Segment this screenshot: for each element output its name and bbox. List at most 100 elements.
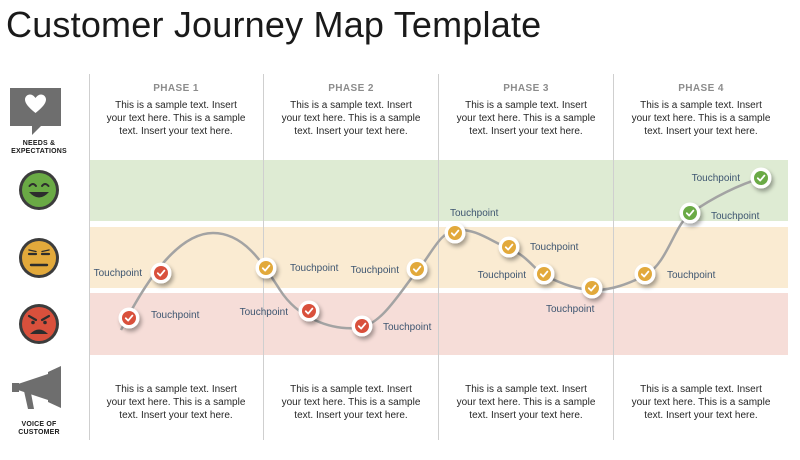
phase-1-needs-text: This is a sample text. Insert your text … xyxy=(89,99,263,138)
checkmark-icon xyxy=(685,209,695,217)
touchpoint-dot-happy xyxy=(683,206,697,220)
checkmark-icon xyxy=(304,307,314,315)
text-line: your text here. This is a sample xyxy=(106,113,246,124)
touchpoint-dot-neutral xyxy=(502,240,516,254)
touchpoint-label: Touchpoint xyxy=(351,265,400,276)
touchpoint-dot-happy xyxy=(754,171,768,185)
touchpoint-dot-neutral xyxy=(448,226,462,240)
touchpoint-5[interactable]: Touchpoint xyxy=(351,315,432,337)
label-line: EXPECTATIONS xyxy=(11,148,67,155)
touchpoint-dot-sad xyxy=(122,311,136,325)
touchpoint-7[interactable]: Touchpoint xyxy=(444,208,499,244)
phase-2-needs-text: This is a sample text. Insert your text … xyxy=(264,99,438,138)
text-line: text. Insert your text here. xyxy=(119,410,233,421)
column-divider xyxy=(89,74,90,440)
touchpoint-dot-sad xyxy=(355,319,369,333)
text-line: your text here. This is a sample xyxy=(631,113,771,124)
touchpoint-label: Touchpoint xyxy=(450,208,499,219)
happy-face-icon xyxy=(19,170,59,210)
needs-expectations-label: NEEDS & EXPECTATIONS xyxy=(0,140,78,156)
touchpoint-12[interactable]: Touchpoint xyxy=(679,202,760,224)
text-line: This is a sample text. Insert xyxy=(465,384,587,395)
megaphone-icon xyxy=(12,366,61,409)
phase-3-title: PHASE 3 xyxy=(503,83,549,94)
checkmark-icon xyxy=(412,265,422,273)
label-line: CUSTOMER xyxy=(18,429,60,436)
text-line: text. Insert your text here. xyxy=(294,410,408,421)
touchpoint-dot-sad xyxy=(154,266,168,280)
checkmark-icon xyxy=(587,284,597,292)
touchpoint-dot-neutral xyxy=(410,262,424,276)
text-line: your text here. This is a sample xyxy=(456,397,596,408)
phase-2-title: PHASE 2 xyxy=(328,83,374,94)
phase-1-voice-text: This is a sample text. Insert your text … xyxy=(89,383,263,422)
phase-4-title: PHASE 4 xyxy=(678,83,724,94)
label-line: NEEDS & xyxy=(22,140,56,147)
touchpoint-label: Touchpoint xyxy=(530,242,579,253)
label-line: VOICE OF xyxy=(21,421,57,428)
column-divider xyxy=(613,74,614,440)
text-line: text. Insert your text here. xyxy=(644,126,758,137)
checkmark-icon xyxy=(261,264,271,272)
touchpoint-label: Touchpoint xyxy=(546,304,595,315)
text-line: your text here. This is a sample xyxy=(631,397,771,408)
heart-speech-bubble-icon xyxy=(10,88,61,135)
phase-3-voice-text: This is a sample text. Insert your text … xyxy=(439,383,613,422)
touchpoint-label: Touchpoint xyxy=(94,268,143,279)
touchpoint-dot-neutral xyxy=(259,261,273,275)
column-divider xyxy=(438,74,439,440)
touchpoint-8[interactable]: Touchpoint xyxy=(498,236,579,258)
text-line: This is a sample text. Insert xyxy=(290,384,412,395)
checkmark-icon xyxy=(124,314,134,322)
column-divider xyxy=(263,74,264,440)
touchpoint-11[interactable]: Touchpoint xyxy=(634,263,716,285)
touchpoint-9[interactable]: Touchpoint xyxy=(478,263,555,285)
checkmark-icon xyxy=(756,174,766,182)
text-line: This is a sample text. Insert xyxy=(640,384,762,395)
phase-4-voice-text: This is a sample text. Insert your text … xyxy=(614,383,788,422)
text-line: This is a sample text. Insert xyxy=(115,384,237,395)
touchpoint-label: Touchpoint xyxy=(383,322,432,333)
touchpoint-4[interactable]: Touchpoint xyxy=(240,300,320,322)
text-line: your text here. This is a sample xyxy=(106,397,246,408)
touchpoint-label: Touchpoint xyxy=(290,263,339,274)
journey-curve xyxy=(119,176,763,331)
text-line: text. Insert your text here. xyxy=(644,410,758,421)
angry-face-icon xyxy=(19,304,59,344)
text-line: your text here. This is a sample xyxy=(281,397,421,408)
touchpoint-10[interactable]: Touchpoint xyxy=(546,277,603,316)
touchpoint-6[interactable]: Touchpoint xyxy=(351,258,428,280)
text-line: This is a sample text. Insert xyxy=(640,100,762,111)
touchpoint-label: Touchpoint xyxy=(711,211,760,222)
text-line: text. Insert your text here. xyxy=(294,126,408,137)
page-title: Customer Journey Map Template xyxy=(6,4,542,45)
checkmark-icon xyxy=(357,322,367,330)
touchpoint-dot-sad xyxy=(302,304,316,318)
checkmark-icon xyxy=(504,243,514,251)
text-line: This is a sample text. Insert xyxy=(290,100,412,111)
touchpoint-2[interactable]: Touchpoint xyxy=(94,262,172,284)
phase-4-needs-text: This is a sample text. Insert your text … xyxy=(614,99,788,138)
phase-2-voice-text: This is a sample text. Insert your text … xyxy=(264,383,438,422)
phase-3-needs-text: This is a sample text. Insert your text … xyxy=(439,99,613,138)
touchpoint-3[interactable]: Touchpoint xyxy=(255,257,339,279)
touchpoint-label: Touchpoint xyxy=(667,270,716,281)
touchpoint-label: Touchpoint xyxy=(692,173,741,184)
neutral-face-icon xyxy=(19,238,59,278)
text-line: text. Insert your text here. xyxy=(469,126,583,137)
checkmark-icon xyxy=(539,270,549,278)
text-line: your text here. This is a sample xyxy=(281,113,421,124)
touchpoint-13[interactable]: Touchpoint xyxy=(692,167,772,189)
touchpoint-dot-neutral xyxy=(585,281,599,295)
checkmark-icon xyxy=(450,229,460,237)
text-line: your text here. This is a sample xyxy=(456,113,596,124)
text-line: This is a sample text. Insert xyxy=(465,100,587,111)
touchpoint-dot-neutral xyxy=(537,267,551,281)
text-line: text. Insert your text here. xyxy=(119,126,233,137)
touchpoint-1[interactable]: Touchpoint xyxy=(118,307,200,329)
checkmark-icon xyxy=(640,270,650,278)
checkmark-icon xyxy=(156,269,166,277)
touchpoint-label: Touchpoint xyxy=(151,310,200,321)
